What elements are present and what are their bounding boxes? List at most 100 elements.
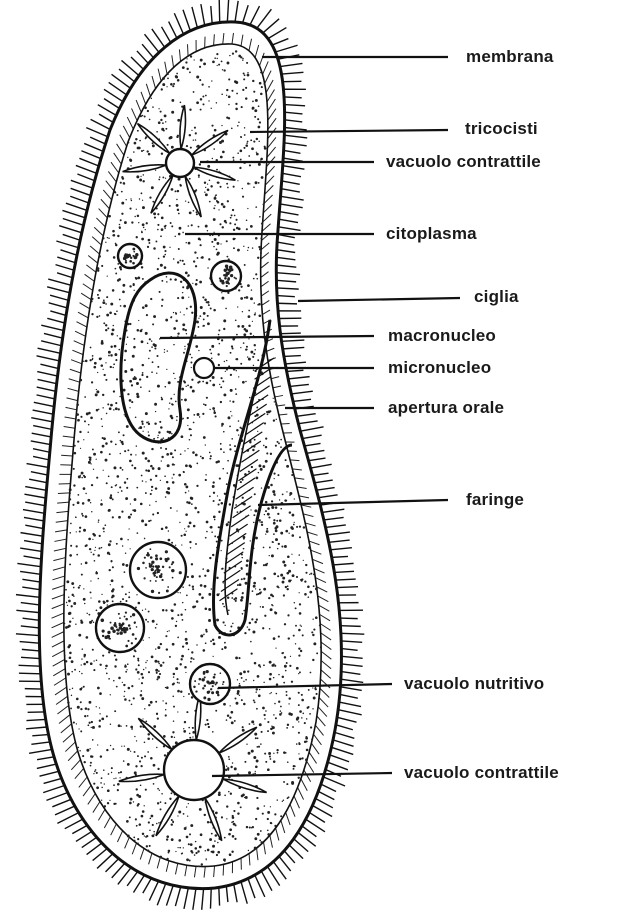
granule — [270, 484, 273, 487]
granule — [90, 597, 91, 598]
cilium — [41, 325, 64, 330]
ectoplasm-rib — [277, 405, 285, 406]
granule — [307, 596, 309, 598]
granule — [170, 222, 172, 224]
granule — [108, 215, 111, 218]
granule — [175, 320, 177, 322]
granule — [265, 564, 268, 567]
granule — [77, 501, 80, 504]
granule — [126, 425, 129, 428]
ectoplasm-rib — [320, 688, 329, 697]
granule — [113, 784, 115, 786]
granule — [196, 213, 198, 215]
food-particle — [130, 616, 132, 618]
ectoplasm-rib — [179, 49, 180, 61]
ectoplasm-rib — [94, 227, 103, 236]
granule — [113, 363, 115, 365]
granule — [226, 805, 228, 807]
granule — [185, 672, 186, 673]
granule — [132, 509, 134, 511]
granule — [115, 273, 117, 275]
granule — [136, 393, 139, 396]
granule — [79, 585, 81, 587]
granule — [190, 147, 192, 149]
granule — [248, 310, 250, 312]
granule — [232, 821, 234, 823]
granule — [221, 423, 224, 426]
granule — [124, 450, 126, 452]
granule — [257, 257, 259, 259]
granule — [254, 562, 257, 565]
granule — [130, 726, 133, 729]
granule — [315, 587, 318, 590]
granule — [111, 333, 114, 336]
granule — [226, 240, 228, 242]
granule — [283, 682, 285, 684]
granule — [235, 319, 237, 321]
granule — [245, 87, 247, 89]
ectoplasm-rib — [271, 377, 279, 379]
granule — [126, 199, 127, 200]
cilium — [37, 356, 60, 361]
granule — [123, 389, 126, 392]
label-tricocisti: tricocisti — [465, 119, 538, 138]
granule — [120, 771, 122, 773]
granule — [269, 756, 271, 758]
granule — [147, 246, 149, 248]
granule — [267, 513, 270, 516]
granule — [285, 530, 288, 533]
ectoplasm-rib — [268, 109, 276, 121]
ectoplasm-rib — [52, 641, 64, 647]
granule — [64, 655, 65, 656]
granule — [257, 118, 259, 120]
cilium — [315, 480, 333, 483]
granule — [296, 576, 298, 578]
food-particle — [119, 617, 121, 619]
granule — [294, 498, 295, 499]
granule — [236, 219, 238, 221]
granule — [202, 296, 204, 298]
granule — [208, 619, 211, 622]
granule — [141, 266, 143, 268]
granule — [144, 708, 145, 709]
granule — [160, 808, 162, 810]
granule — [271, 506, 274, 509]
cilium — [71, 180, 93, 188]
ectoplasm-rib — [268, 118, 276, 129]
granule — [269, 758, 271, 760]
granule — [111, 486, 113, 488]
granule — [185, 513, 188, 516]
granule — [130, 454, 132, 456]
ectoplasm-rib — [56, 521, 68, 523]
granule — [145, 789, 147, 791]
granule — [192, 606, 195, 609]
granule — [231, 597, 233, 599]
food-particle — [142, 562, 145, 565]
granule — [284, 623, 286, 625]
granule — [274, 401, 275, 402]
granule — [210, 640, 212, 642]
food-particle — [110, 622, 112, 624]
granule — [176, 510, 177, 511]
ectoplasm-rib — [314, 568, 325, 573]
granule — [140, 694, 143, 697]
granule — [110, 346, 112, 348]
granule — [90, 416, 93, 419]
granule — [112, 516, 114, 518]
granule — [88, 456, 90, 458]
granule — [122, 563, 125, 566]
granule — [85, 360, 88, 363]
granule — [238, 434, 239, 435]
food-particle — [225, 272, 228, 275]
granule — [156, 823, 158, 825]
granule — [160, 447, 162, 449]
granule — [217, 181, 219, 183]
food-particle — [179, 571, 182, 574]
cilium — [338, 710, 362, 715]
granule — [259, 666, 261, 668]
granule — [187, 576, 189, 578]
granule — [158, 435, 159, 436]
granule — [92, 355, 94, 357]
granule — [270, 728, 273, 731]
granule — [153, 831, 155, 833]
